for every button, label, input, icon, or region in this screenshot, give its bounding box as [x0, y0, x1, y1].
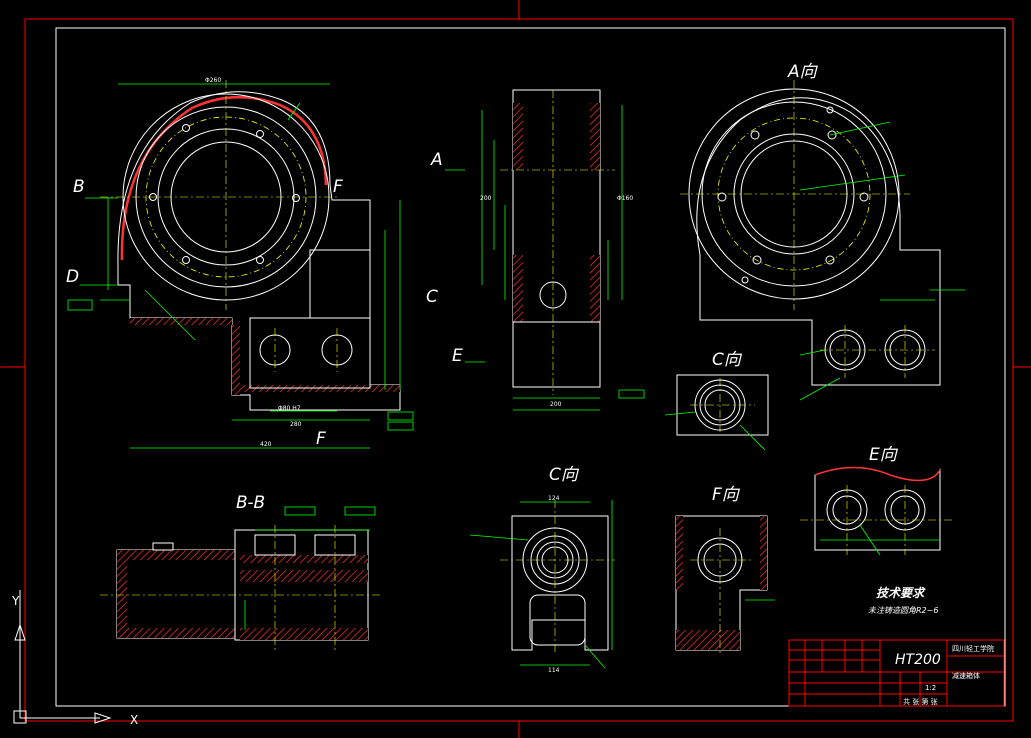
- svg-text:280: 280: [290, 421, 302, 428]
- cut-a-label: A: [430, 150, 443, 170]
- tech-req-line: 未注铸造圆角R2~6: [868, 606, 938, 615]
- ucs-axis-icon: Y X: [11, 590, 138, 727]
- view-c-top-label: C向: [712, 350, 743, 370]
- side-view: 200 Φ160 200: [480, 89, 645, 411]
- sheet-label: 共 张 第 张: [903, 697, 938, 706]
- section-bb-label: B-B: [236, 493, 265, 513]
- svg-text:Φ260: Φ260: [205, 77, 221, 84]
- svg-text:Φ160: Φ160: [617, 195, 633, 202]
- cut-f-label-top: F: [333, 177, 343, 197]
- view-f: [675, 515, 775, 655]
- title-block: [788, 639, 1005, 707]
- svg-text:200: 200: [480, 195, 492, 202]
- part-name-label: 减速箱体: [952, 671, 980, 680]
- main-front-view: Φ260 Φ80 H7 280 420: [67, 77, 414, 449]
- svg-text:X: X: [130, 713, 138, 727]
- view-a-label: A向: [787, 62, 819, 82]
- svg-text:200: 200: [550, 401, 562, 408]
- ratio-label: 1:2: [925, 684, 936, 692]
- school-label: 四川轻工学院: [952, 644, 994, 653]
- section-bb: [100, 506, 380, 650]
- inner-frame: [55, 27, 1006, 707]
- cut-e-label: E: [452, 346, 463, 366]
- cut-b-label: B: [73, 177, 85, 197]
- tech-req-title: 技术要求: [876, 586, 926, 600]
- view-e-label: E向: [869, 445, 899, 465]
- cut-d-label: D: [66, 267, 79, 287]
- cut-f-label-bottom: F: [316, 429, 326, 449]
- view-e: [800, 466, 955, 556]
- svg-text:Y: Y: [11, 594, 20, 608]
- material-label: HT200: [895, 652, 941, 668]
- view-c-bottom-label: C向: [549, 465, 580, 485]
- svg-text:420: 420: [260, 441, 272, 448]
- view-a: [680, 80, 965, 401]
- svg-text:Φ80 H7: Φ80 H7: [278, 405, 301, 412]
- view-f-label: F向: [712, 485, 741, 505]
- svg-text:114: 114: [548, 667, 560, 674]
- view-c-bottom: 124 114: [469, 495, 615, 674]
- cut-c-label: C: [426, 287, 438, 307]
- view-c-small: [664, 374, 769, 451]
- svg-text:124: 124: [548, 495, 560, 502]
